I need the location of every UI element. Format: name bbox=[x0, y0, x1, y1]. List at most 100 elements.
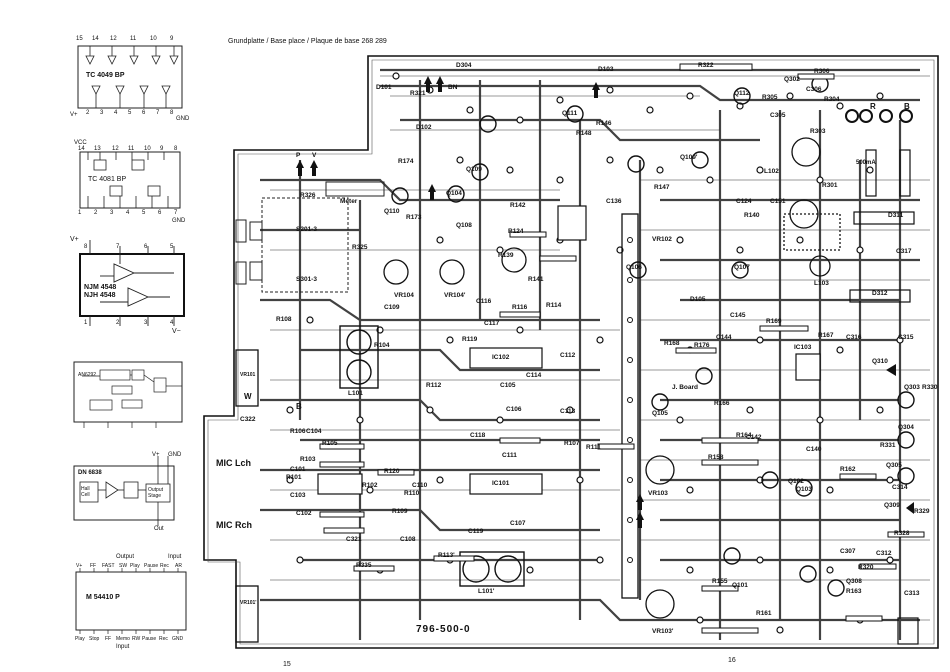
tc4081-pin-top-0: 14 bbox=[78, 146, 85, 152]
tc4081-pin-bot-0: 1 bbox=[78, 210, 82, 216]
m54410-top-0: V+ bbox=[76, 563, 83, 569]
label-c145: C145 bbox=[730, 312, 746, 319]
label-c114: C114 bbox=[526, 372, 542, 379]
njm4548-vplus: V+ bbox=[70, 236, 79, 243]
tc4081-name: TC 4081 BP bbox=[88, 176, 127, 183]
dn6838-hall: Hall Cell bbox=[81, 486, 90, 498]
label-q303: Q303 bbox=[904, 384, 920, 391]
label-l101: L101 bbox=[348, 390, 363, 397]
label-r102: R102 bbox=[362, 482, 378, 489]
label-r168: R168 bbox=[664, 340, 680, 347]
label-r166: R166 bbox=[714, 400, 730, 407]
label-r328: R328 bbox=[894, 530, 910, 537]
label-vr102: VR102 bbox=[652, 236, 672, 243]
label-c305: C305 bbox=[770, 112, 786, 119]
label-l102: L102 bbox=[764, 168, 779, 175]
label-q302: Q302 bbox=[784, 76, 800, 83]
label-r114: R114 bbox=[546, 302, 562, 309]
m54410-bot-0: Play bbox=[75, 636, 85, 642]
label-s201: S201-3 bbox=[296, 226, 317, 233]
label-c106: C106 bbox=[506, 406, 522, 413]
label-r306: R306 bbox=[814, 68, 830, 75]
label-q102: Q102 bbox=[788, 478, 804, 485]
inset-m54410: Output Input V+ FF FAST SW Play Pause Re… bbox=[72, 554, 190, 652]
board-part-number: 796-500-0 bbox=[416, 624, 471, 635]
label-vr104b: VR104' bbox=[444, 292, 466, 299]
inset-dn6838: V+ GND DN 6838 Hall Cell Output Stage Ou… bbox=[72, 452, 186, 534]
m54410-top-3: SW bbox=[119, 563, 128, 569]
label-r140: R140 bbox=[744, 212, 760, 219]
label-r330: R330 bbox=[922, 384, 938, 391]
dn6838-output: Output Stage bbox=[148, 487, 164, 499]
njm4548-name2: NJH 4548 bbox=[84, 292, 116, 299]
label-c315: C315 bbox=[898, 334, 914, 341]
tc4049-pin-bot-0: 2 bbox=[86, 110, 90, 116]
m54410-bot-1: Stop bbox=[89, 636, 100, 642]
pots bbox=[235, 137, 841, 643]
tc4081-pin-top-1: 13 bbox=[94, 146, 101, 152]
tc4081-pin-bot-6: 7 bbox=[174, 210, 178, 216]
label-c307: C307 bbox=[840, 548, 856, 555]
label-r-right: R bbox=[870, 102, 876, 111]
label-c142: C142 bbox=[746, 434, 762, 441]
pads bbox=[286, 72, 904, 634]
label-q101: Q101 bbox=[732, 582, 748, 589]
j-board-connector bbox=[621, 213, 639, 599]
label-r142: R142 bbox=[510, 202, 526, 209]
fuses bbox=[849, 149, 919, 645]
tc4081-pin-top-4: 10 bbox=[144, 146, 151, 152]
switch-block bbox=[235, 181, 385, 293]
label-r116: R116 bbox=[512, 304, 528, 311]
m54410-output-label: Output bbox=[116, 554, 135, 560]
label-meter: Meter bbox=[340, 198, 358, 205]
label-d105: D105 bbox=[690, 296, 706, 303]
tc4081-diagram bbox=[79, 151, 181, 209]
label-c136: C136 bbox=[606, 198, 622, 205]
label-r326: R326 bbox=[300, 192, 316, 199]
tc4049-pin-bot-1: 3 bbox=[100, 110, 104, 116]
label-c317: C317 bbox=[896, 248, 912, 255]
m54410-bot-7: GND bbox=[172, 636, 184, 642]
label-d312: D312 bbox=[872, 290, 888, 297]
label-c113: C113 bbox=[560, 408, 576, 415]
label-c140: C140 bbox=[806, 446, 822, 453]
arrows bbox=[296, 76, 914, 528]
label-r146: R146 bbox=[596, 120, 612, 127]
label-q308: Q308 bbox=[846, 578, 862, 585]
label-r120: R120 bbox=[384, 468, 400, 475]
njm4548-vminus: V− bbox=[172, 328, 181, 335]
m54410-bot-2: FF bbox=[105, 636, 112, 642]
label-c124: C124 bbox=[736, 198, 752, 205]
tc4081-pin-top-5: 9 bbox=[160, 146, 164, 152]
tc4049-gnd: GND bbox=[176, 116, 190, 122]
label-q109: Q109 bbox=[466, 166, 482, 173]
resistors bbox=[319, 63, 925, 634]
page-number-right: 16 bbox=[728, 657, 736, 664]
dn6838-out: Out bbox=[154, 526, 164, 532]
label-r124: R124 bbox=[508, 228, 524, 235]
njm4548-pin-top-0: 8 bbox=[84, 244, 88, 250]
label-c105: C105 bbox=[500, 382, 516, 389]
label-c101: C101 bbox=[290, 466, 306, 473]
tc4049-pin-top-0: 15 bbox=[76, 36, 83, 42]
m54410-diagram bbox=[75, 568, 187, 634]
label-q107: Q107 bbox=[734, 264, 750, 271]
njm4548-pin-bot-3: 4 bbox=[170, 320, 174, 326]
label-r147: R147 bbox=[654, 184, 670, 191]
m54410-top-2: FAST bbox=[102, 563, 115, 569]
label-c102: C102 bbox=[296, 510, 312, 517]
label-r112: R112 bbox=[426, 382, 442, 389]
label-q305: Q305 bbox=[886, 462, 902, 469]
label-r169: R169 bbox=[766, 318, 782, 325]
label-r335: R335 bbox=[356, 562, 372, 569]
label-q103: Q103 bbox=[796, 486, 812, 493]
label-vr104: VR104 bbox=[394, 292, 414, 299]
tc4049-pin-top-3: 11 bbox=[130, 36, 137, 42]
label-c314: C314 bbox=[892, 484, 908, 491]
an6292-name: AN6292 bbox=[78, 372, 97, 378]
label-vr103b: VR103' bbox=[652, 628, 674, 635]
label-l101b: L101' bbox=[478, 588, 495, 595]
label-q110: Q110 bbox=[384, 208, 400, 215]
njm4548-pin-top-1: 7 bbox=[116, 244, 120, 250]
